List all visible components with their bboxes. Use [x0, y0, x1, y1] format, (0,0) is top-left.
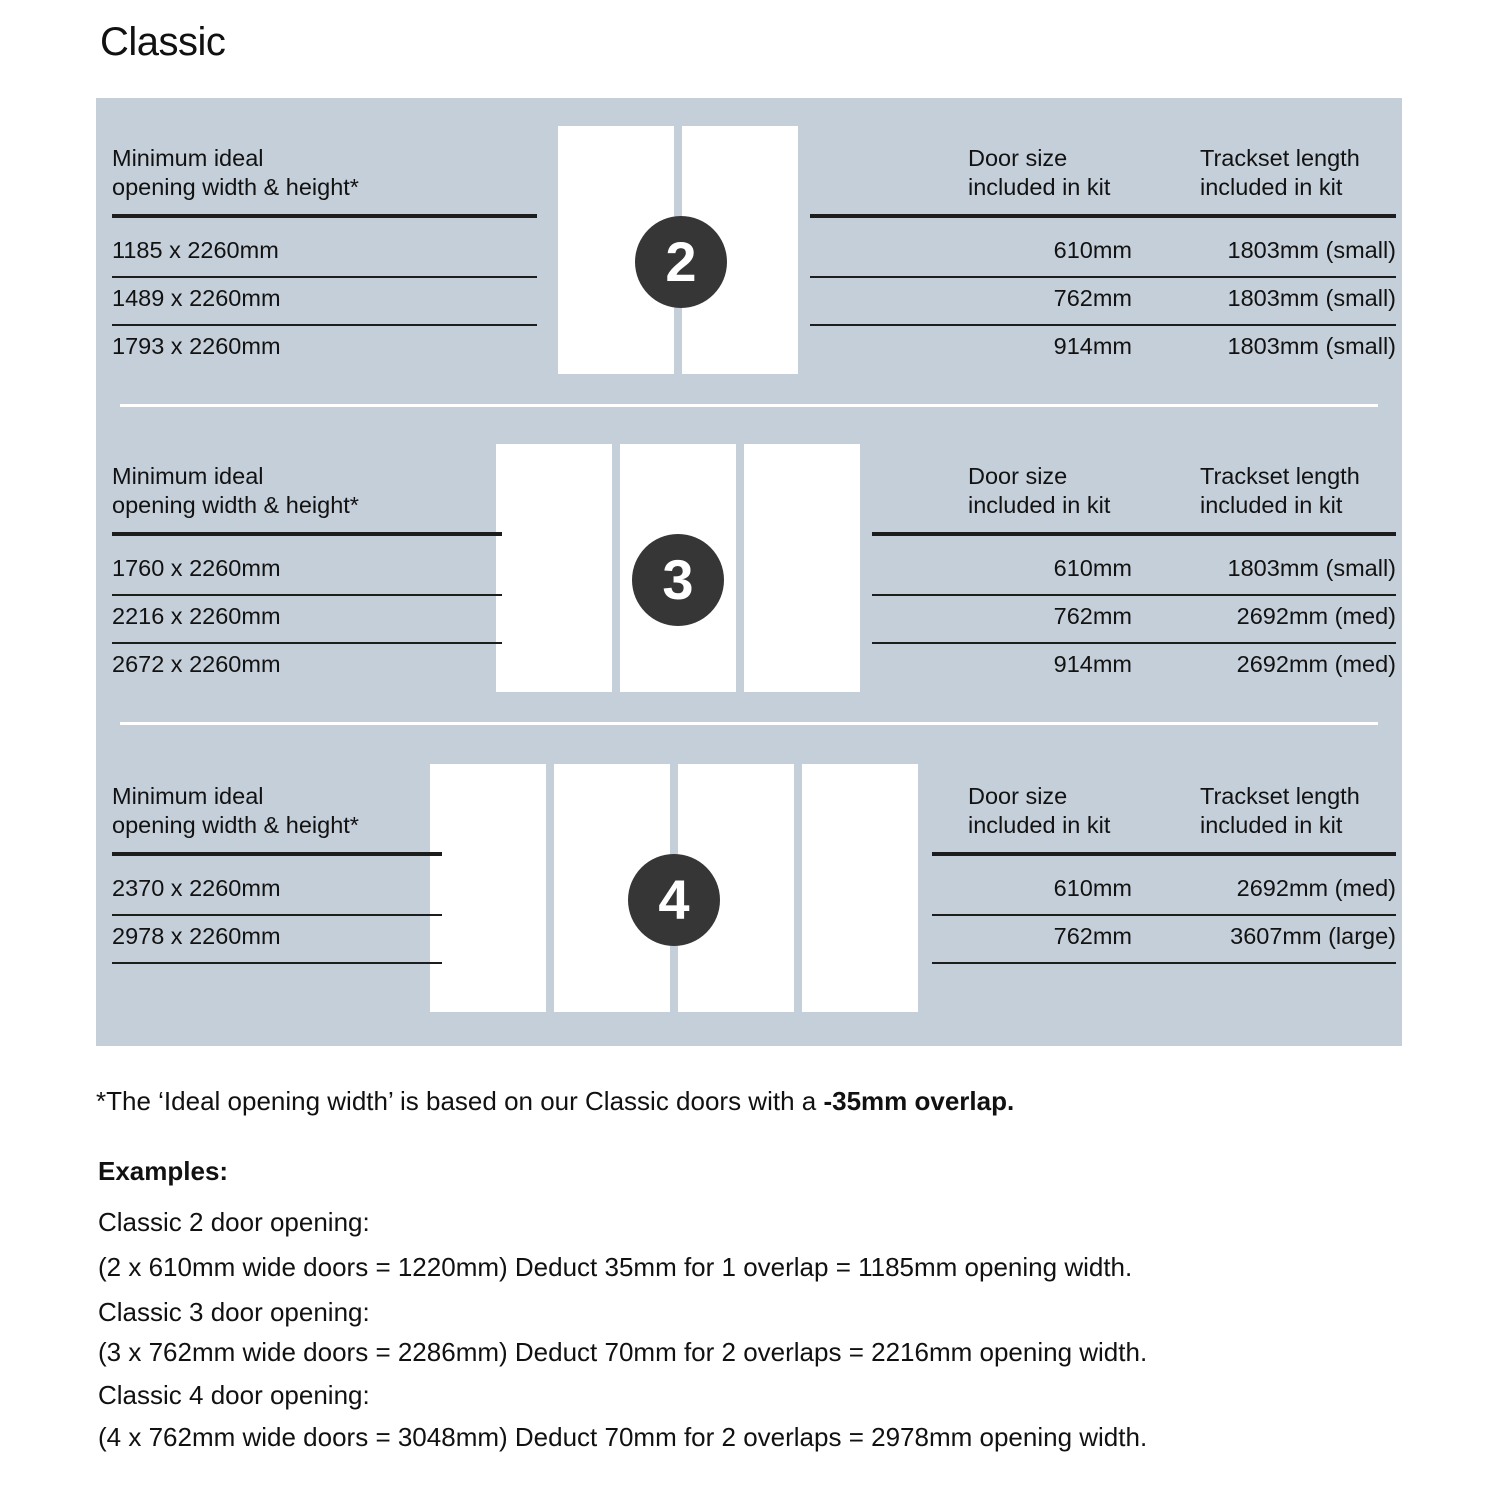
- section-2-door: 2 Minimum ideal opening width & height* …: [96, 98, 1402, 408]
- door-size-value: 762mm: [1053, 285, 1132, 311]
- example-line: Classic 4 door opening:: [98, 1380, 370, 1410]
- column-header-opening: Minimum ideal opening width & height*: [112, 783, 359, 838]
- examples-heading: Examples:: [98, 1156, 229, 1186]
- row-rule: [112, 914, 442, 916]
- row-rule: [810, 276, 1396, 278]
- door-size-value: 762mm: [1053, 923, 1132, 949]
- trackset-value: 1803mm (small): [1227, 285, 1396, 311]
- footnote-text: *The ‘Ideal opening width’ is based on o…: [96, 1086, 824, 1116]
- column-header-trackset: Trackset length included in kit: [1200, 145, 1360, 200]
- door-size-value: 610mm: [1053, 875, 1132, 901]
- header-rule: [112, 852, 442, 856]
- trackset-value: 2692mm (med): [1236, 603, 1396, 629]
- header-rule: [112, 214, 537, 218]
- trackset-value: 1803mm (small): [1227, 333, 1396, 359]
- row-rule: [112, 962, 442, 964]
- column-header-opening: Minimum ideal opening width & height*: [112, 145, 359, 200]
- opening-value: 2216 x 2260mm: [112, 603, 281, 629]
- section-divider-1: [120, 404, 1378, 407]
- example-line: (4 x 762mm wide doors = 3048mm) Deduct 7…: [98, 1422, 1148, 1452]
- footnote: *The ‘Ideal opening width’ is based on o…: [96, 1084, 1014, 1118]
- opening-value: 2370 x 2260mm: [112, 875, 281, 901]
- opening-value: 1489 x 2260mm: [112, 285, 281, 311]
- trackset-value: 1803mm (small): [1227, 555, 1396, 581]
- opening-value: 2672 x 2260mm: [112, 651, 281, 677]
- header-rule: [872, 532, 1396, 536]
- row-rule: [112, 594, 502, 596]
- door-size-value: 914mm: [1053, 333, 1132, 359]
- door-panel: [496, 444, 612, 692]
- door-size-value: 914mm: [1053, 651, 1132, 677]
- door-panel: [744, 444, 860, 692]
- trackset-value: 2692mm (med): [1236, 875, 1396, 901]
- opening-value: 2978 x 2260mm: [112, 923, 281, 949]
- column-header-door-size: Door size included in kit: [968, 463, 1111, 518]
- section-divider-2: [120, 722, 1378, 725]
- trackset-value: 3607mm (large): [1230, 923, 1396, 949]
- page-title: Classic: [100, 20, 226, 64]
- door-panel: [430, 764, 546, 1012]
- column-header-trackset: Trackset length included in kit: [1200, 783, 1360, 838]
- footnote-emphasis: -35mm overlap.: [823, 1086, 1015, 1116]
- example-line: (3 x 762mm wide doors = 2286mm) Deduct 7…: [98, 1337, 1148, 1367]
- column-header-door-size: Door size included in kit: [968, 145, 1111, 200]
- row-rule: [112, 276, 537, 278]
- section-3-door: 3 Minimum ideal opening width & height* …: [96, 416, 1402, 728]
- door-count-badge: 3: [632, 534, 724, 626]
- door-size-value: 762mm: [1053, 603, 1132, 629]
- row-rule: [932, 962, 1396, 964]
- opening-value: 1760 x 2260mm: [112, 555, 281, 581]
- door-diagram-4: 4: [430, 764, 926, 1012]
- opening-value: 1793 x 2260mm: [112, 333, 281, 359]
- row-rule: [932, 914, 1396, 916]
- row-rule: [810, 324, 1396, 326]
- trackset-value: 1803mm (small): [1227, 237, 1396, 263]
- header-rule: [932, 852, 1396, 856]
- door-size-value: 610mm: [1053, 237, 1132, 263]
- door-diagram-3: 3: [496, 444, 868, 692]
- column-header-door-size: Door size included in kit: [968, 783, 1111, 838]
- door-diagram-2: 2: [558, 126, 806, 374]
- column-header-trackset: Trackset length included in kit: [1200, 463, 1360, 518]
- header-rule: [112, 532, 502, 536]
- row-rule: [112, 642, 502, 644]
- door-count-badge: 4: [628, 854, 720, 946]
- specification-panel: 2 Minimum ideal opening width & height* …: [96, 98, 1402, 1046]
- example-line: (2 x 610mm wide doors = 1220mm) Deduct 3…: [98, 1252, 1133, 1282]
- row-rule: [872, 642, 1396, 644]
- opening-value: 1185 x 2260mm: [112, 237, 279, 263]
- example-line: Classic 3 door opening:: [98, 1297, 370, 1327]
- door-panel: [802, 764, 918, 1012]
- column-header-opening: Minimum ideal opening width & height*: [112, 463, 359, 518]
- door-size-value: 610mm: [1053, 555, 1132, 581]
- section-4-door: 4 Minimum ideal opening width & height* …: [96, 736, 1402, 1046]
- row-rule: [112, 324, 537, 326]
- row-rule: [872, 594, 1396, 596]
- header-rule: [810, 214, 1396, 218]
- example-line: Classic 2 door opening:: [98, 1207, 370, 1237]
- trackset-value: 2692mm (med): [1236, 651, 1396, 677]
- door-count-badge: 2: [635, 216, 727, 308]
